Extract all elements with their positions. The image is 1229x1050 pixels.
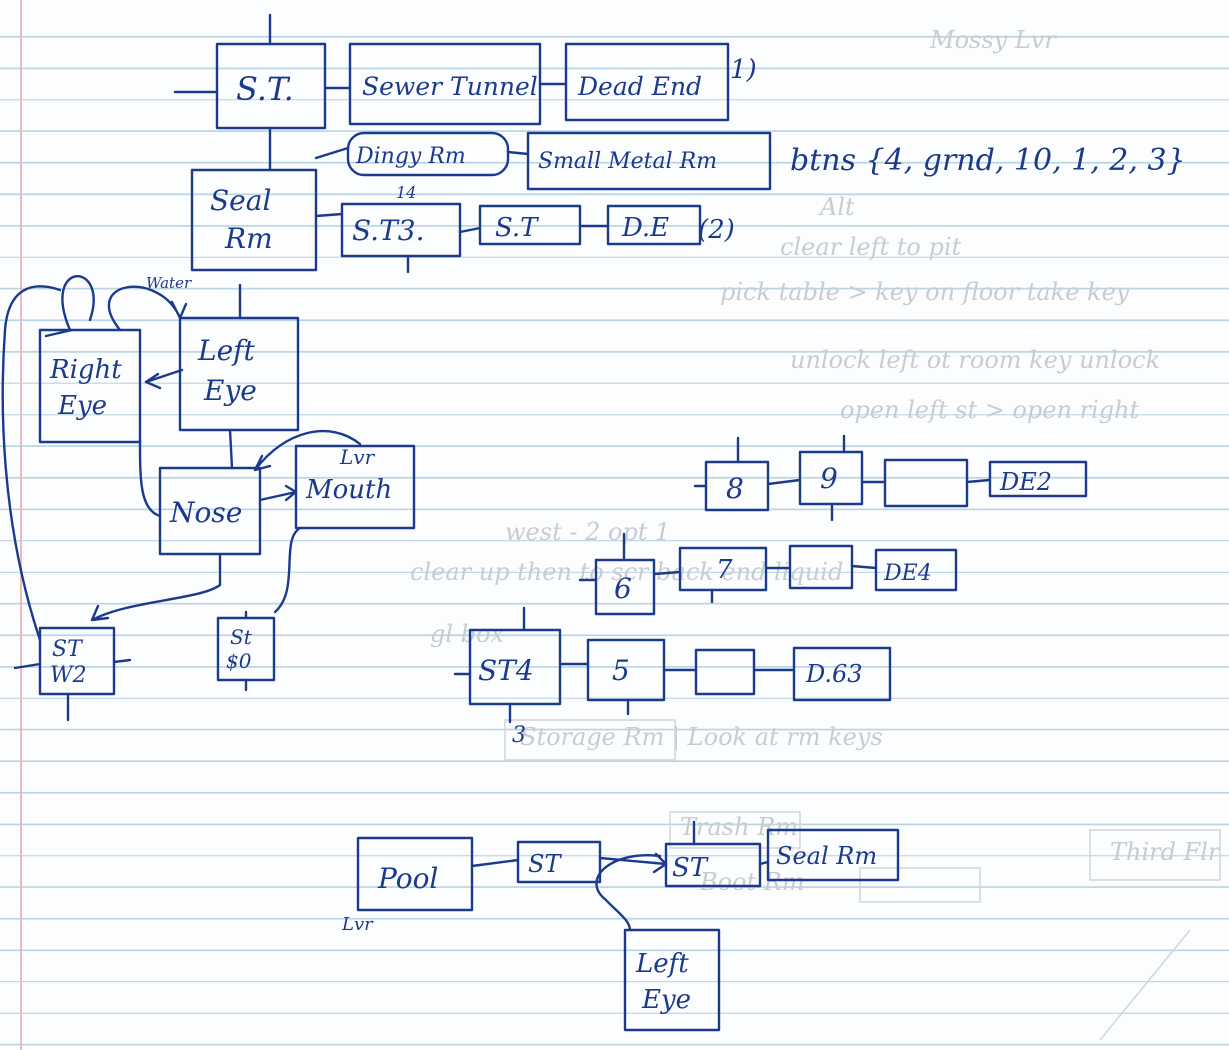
margin-line: [20, 0, 22, 1050]
node-small-metal-rm[interactable]: [526, 131, 772, 191]
node-seal-rm-b[interactable]: [766, 828, 900, 882]
connector: [453, 606, 796, 724]
node-note: 3: [512, 723, 526, 748]
node-label: 9: [820, 462, 838, 495]
node-label-line: Eye: [57, 391, 107, 421]
node-mouth[interactable]: [294, 444, 416, 530]
group-left-map: S.T. Sewer Tunnel Dead End 1) Dingy Rm S…: [1, 13, 1186, 722]
arrow: [107, 285, 188, 332]
node-label: Dingy Rm: [355, 144, 466, 169]
connector: [273, 526, 302, 614]
buttons-note: btns {4, grnd, 10, 1, 2, 3}: [790, 143, 1186, 178]
node-label-line: Eye: [641, 985, 691, 1015]
node-label: S.T.: [236, 70, 294, 108]
node-label: Mouth: [305, 475, 392, 505]
node-label-line: Rm: [224, 222, 273, 255]
node-de4[interactable]: [874, 548, 958, 592]
node-label: Pool: [377, 862, 438, 895]
node-left-eye-b[interactable]: [623, 928, 721, 1032]
connector: [314, 146, 530, 160]
node-label: S.T: [495, 213, 539, 243]
node-dead-end-top[interactable]: [564, 42, 730, 122]
node-label: ST: [672, 853, 709, 883]
node-label-line: Seal: [210, 184, 271, 217]
node-note: (2): [698, 215, 735, 245]
connector: [578, 532, 878, 604]
connector: [693, 434, 992, 522]
node-st3[interactable]: [340, 202, 462, 258]
node-pool[interactable]: [356, 836, 474, 912]
arrowhead: [144, 372, 162, 390]
node-dingy-rm[interactable]: [346, 131, 510, 177]
node-label-line: ST: [52, 637, 84, 662]
connector: [595, 854, 662, 932]
node-label: DE2: [999, 468, 1052, 496]
node-label: Small Metal Rm: [538, 149, 717, 174]
arrow: [253, 429, 362, 472]
node-label: D.63: [805, 660, 863, 688]
connector: [13, 610, 248, 722]
node-st-c[interactable]: [516, 840, 602, 884]
connector: [173, 13, 568, 172]
node-label: 6: [614, 572, 632, 605]
node-right-eye[interactable]: [38, 328, 142, 444]
node-empty-c[interactable]: [694, 648, 756, 696]
node-label: 5: [612, 654, 630, 687]
node-label-line: W2: [50, 663, 87, 688]
node-empty-b[interactable]: [788, 544, 854, 590]
node-label: ST: [528, 850, 562, 878]
connector: [1, 285, 74, 642]
node-label-line: Left: [635, 949, 689, 979]
connector: [138, 438, 162, 518]
arrow: [90, 553, 222, 622]
node-label-line: Right: [49, 355, 122, 385]
node-label: Sewer Tunnel: [362, 72, 538, 101]
node-nose[interactable]: [158, 466, 262, 556]
connector: [61, 275, 95, 332]
connector: [470, 820, 770, 874]
node-label: Nose: [169, 496, 242, 529]
node-label-line: $0: [226, 649, 252, 673]
arrow: [144, 368, 184, 384]
connector: [314, 212, 610, 274]
node-label-line: Eye: [203, 374, 257, 407]
node-label: St$0: [226, 625, 253, 673]
connector: [228, 428, 234, 470]
node-label: S.T3.: [352, 214, 424, 247]
node-st4[interactable]: [468, 628, 562, 706]
node-label-line: Left: [197, 334, 256, 367]
node-seal-rm[interactable]: [190, 168, 318, 272]
water-note: Water: [146, 274, 192, 292]
node-d63[interactable]: [792, 646, 892, 702]
node-label: D.E: [621, 213, 669, 243]
node-label: 7: [716, 555, 733, 585]
node-note: 1): [730, 55, 757, 85]
arrow: [258, 484, 298, 502]
node-note: Lvr: [341, 914, 374, 935]
node-note: Lvr: [339, 445, 376, 469]
node-label: 8: [726, 472, 744, 505]
node-empty-a[interactable]: [883, 458, 969, 508]
node-label: ST4: [478, 654, 534, 687]
group-middle-map: 8 9 DE2 6 7 DE4 ST4 5 D.63 3: [453, 434, 1088, 748]
node-label: Seal Rm: [776, 842, 877, 870]
node-label: DE4: [883, 561, 932, 586]
node-note: 14: [396, 183, 416, 202]
node-label: Dead End: [577, 72, 702, 101]
node-label-line: St: [230, 625, 253, 649]
